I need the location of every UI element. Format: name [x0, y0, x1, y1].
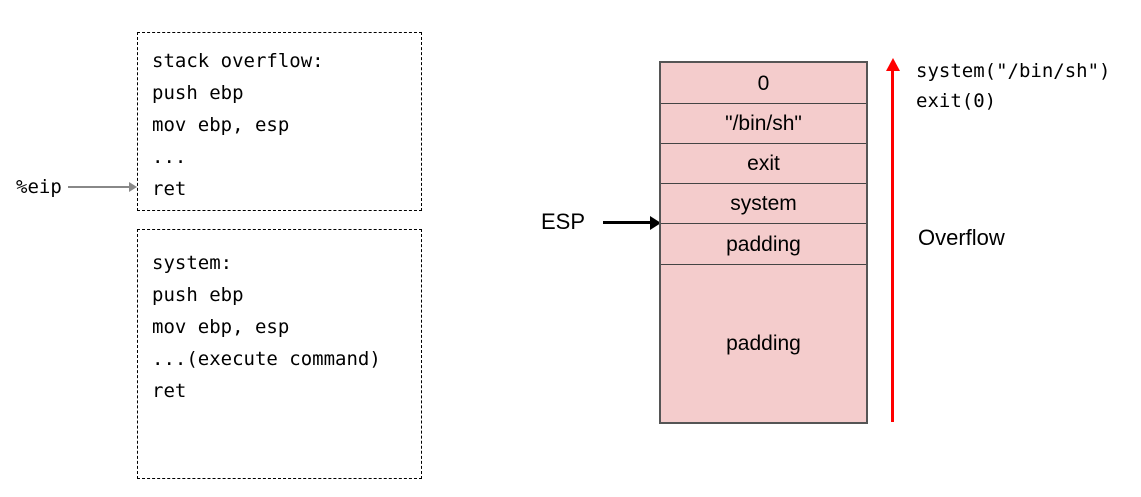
stack-cell-0: 0: [661, 63, 866, 104]
stack-cell-label: padding: [726, 232, 801, 256]
code-line: ...(execute command): [152, 348, 381, 370]
stack-cell-label: "/bin/sh": [725, 112, 802, 135]
arrow-up-icon: [886, 58, 900, 71]
stack-cell-system: system: [661, 184, 866, 224]
stack-cell-padding-large: padding: [661, 265, 866, 422]
stack-cell-label: padding: [726, 332, 801, 355]
arrow-right-icon: [129, 182, 137, 192]
stack-cell-label: 0: [757, 71, 770, 95]
code-line: push ebp: [152, 284, 244, 306]
code-line: ret: [152, 178, 187, 200]
stack-diagram: 0 "/bin/sh" exit system padding padding: [659, 61, 868, 424]
code-line: mov ebp, esp: [152, 316, 290, 338]
stack-cell-exit: exit: [661, 144, 866, 184]
esp-arrow-shaft: [603, 221, 651, 224]
overflow-label: Overflow: [918, 225, 1005, 250]
eip-arrow-shaft: [68, 186, 130, 188]
annotation-call-line: exit(0): [916, 90, 997, 112]
annotation-call-line: system("/bin/sh"): [916, 60, 1111, 82]
stack-cell-binsh: "/bin/sh": [661, 104, 866, 144]
code-line: system:: [152, 252, 233, 274]
code-line: push ebp: [152, 82, 244, 104]
stack-cell-label: system: [730, 192, 797, 215]
stack-cell-padding-small: padding: [661, 224, 866, 265]
arrow-right-icon: [650, 216, 661, 230]
system-code-box: [137, 229, 422, 479]
eip-label: %eip: [16, 176, 62, 198]
code-line: mov ebp, esp: [152, 114, 290, 136]
code-line: stack overflow:: [152, 50, 324, 72]
code-line: ret: [152, 380, 187, 402]
stack-cell-label: exit: [747, 152, 780, 175]
overflow-arrow-shaft: [891, 70, 894, 422]
stack-overflow-code-box: [137, 32, 422, 211]
esp-label: ESP: [541, 209, 586, 234]
code-line: ...: [152, 146, 187, 168]
